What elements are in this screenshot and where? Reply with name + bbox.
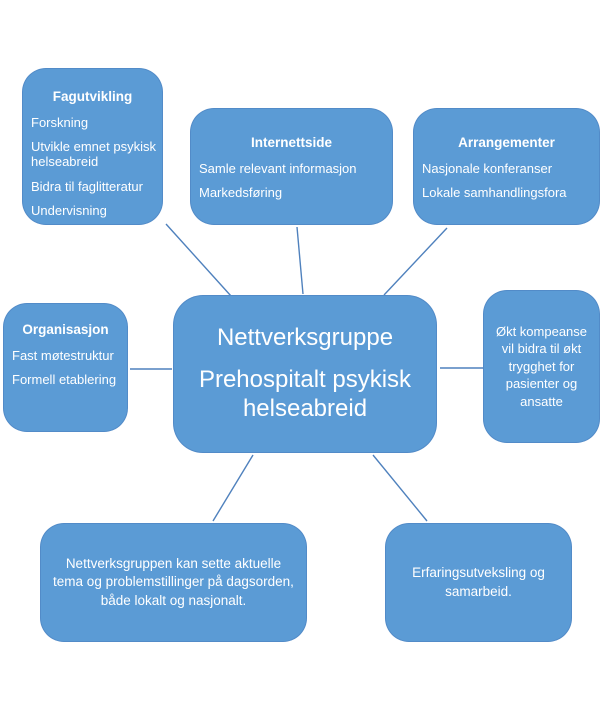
list-item: Utvikle emnet psykisk helseabreid xyxy=(31,138,156,170)
node-dagsorden-text: Nettverksgruppen kan sette aktuelle tema… xyxy=(53,556,294,608)
node-internettside: Internettside Samle relevant informasjon… xyxy=(190,108,393,225)
node-organisasjon: Organisasjon Fast møtestruktur Formell e… xyxy=(3,303,128,432)
node-arrangementer-title: Arrangementer xyxy=(458,135,555,150)
node-arrangementer: Arrangementer Nasjonale konferanser Loka… xyxy=(413,108,600,225)
list-item: Fast møtestruktur xyxy=(12,347,114,363)
node-internettside-items: Samle relevant informasjon Markedsføring xyxy=(191,161,392,201)
node-dagsorden: Nettverksgruppen kan sette aktuelle tema… xyxy=(40,523,307,642)
connector-internettside xyxy=(296,226,304,295)
list-item: Bidra til faglitteratur xyxy=(31,178,143,194)
connector-dagsorden xyxy=(212,454,254,522)
node-center: Nettverksgruppe Prehospitalt psykisk hel… xyxy=(173,295,437,453)
node-organisasjon-title: Organisasjon xyxy=(22,322,109,337)
node-fagutvikling-title: Fagutvikling xyxy=(52,89,133,104)
connector-arrangementer xyxy=(383,227,448,296)
center-subtitle: Prehospitalt psykisk helseabreid xyxy=(198,366,412,422)
list-item: Nasjonale konferanser xyxy=(422,160,553,176)
list-item: Formell etablering xyxy=(12,371,117,387)
list-item: Lokale samhandlingsfora xyxy=(422,184,567,200)
list-item: Samle relevant informasjon xyxy=(199,160,357,176)
node-okt-kompetanse-text: Økt kompeanse vil bidra til økt trygghet… xyxy=(495,323,588,409)
center-title: Nettverksgruppe xyxy=(216,324,394,352)
node-fagutvikling-items: Forskning Utvikle emnet psykisk helseabr… xyxy=(23,115,162,219)
list-item: Markedsføring xyxy=(199,184,283,200)
node-organisasjon-items: Fast møtestruktur Formell etablering xyxy=(4,348,127,388)
connector-fagutvikling xyxy=(165,223,232,297)
list-item: Undervisning xyxy=(31,202,107,218)
list-item: Forskning xyxy=(31,114,89,130)
node-erfaringsutveksling: Erfaringsutveksling og samarbeid. xyxy=(385,523,572,642)
node-arrangementer-items: Nasjonale konferanser Lokale samhandling… xyxy=(414,161,599,201)
node-fagutvikling: Fagutvikling Forskning Utvikle emnet psy… xyxy=(22,68,163,225)
node-okt-kompetanse: Økt kompeanse vil bidra til økt trygghet… xyxy=(483,290,600,443)
node-erfaringsutveksling-text: Erfaringsutveksling og samarbeid. xyxy=(412,565,545,599)
node-internettside-title: Internettside xyxy=(250,135,332,150)
connector-erfaringsutveksling xyxy=(372,454,428,522)
